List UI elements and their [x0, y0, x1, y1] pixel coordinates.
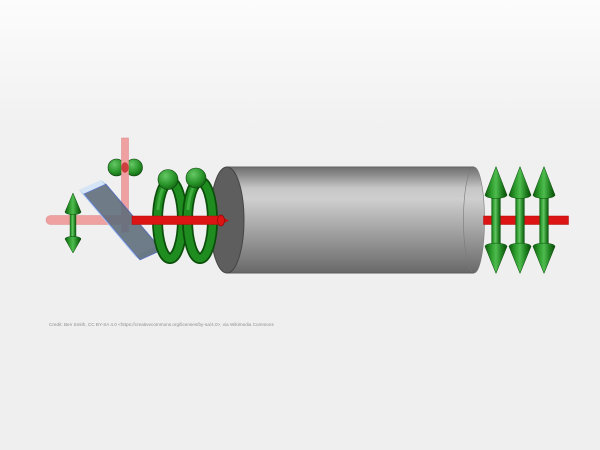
arrow-head-down — [532, 242, 556, 275]
rod-joint — [121, 162, 129, 173]
cylinder-right-cap — [463, 166, 485, 274]
waveplate — [79, 180, 163, 261]
arrow-head-down — [484, 242, 508, 275]
arrow-shaft — [539, 193, 549, 248]
linear-polarization-arrow-right-1 — [484, 165, 508, 275]
credit-text: Credit: Ben Smith, CC BY-SA 4.0 <https:/… — [49, 322, 274, 327]
ring-sphere — [185, 167, 207, 189]
beam-entry-dot — [217, 214, 229, 227]
cylinder-body — [227, 167, 474, 273]
arrow-head-down — [64, 236, 82, 254]
entry-knob — [217, 214, 225, 227]
arrow-shaft — [69, 210, 77, 240]
circular-polarization-ring-2 — [182, 167, 218, 264]
linear-polarization-arrow-right-2 — [508, 165, 532, 275]
arrow-head-up — [484, 165, 508, 199]
waveplate-top-edge — [79, 180, 106, 194]
arrow-shaft — [515, 193, 525, 248]
arrow-head-up — [508, 165, 532, 199]
linear-polarization-arrow-right-3 — [532, 165, 556, 275]
transmitted-beam — [483, 215, 569, 225]
ring-sphere — [157, 169, 179, 190]
circular-polarization-ring-1 — [152, 169, 188, 264]
linear-polarization-arrow-left — [64, 192, 82, 254]
arrow-head-down — [508, 242, 532, 275]
beam-mid-segment — [131, 215, 220, 225]
arrow-head-up — [64, 192, 82, 215]
arrow-head-up — [532, 165, 556, 199]
arrow-shaft — [491, 193, 501, 248]
sample-cylinder — [209, 166, 485, 274]
